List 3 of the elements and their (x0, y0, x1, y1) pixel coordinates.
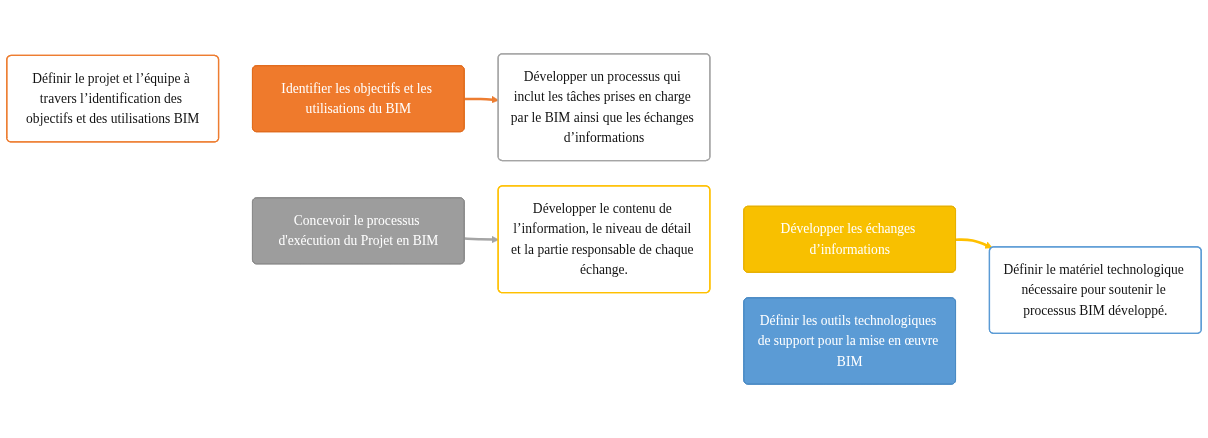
arrow (464, 95, 499, 104)
arrow (955, 238, 993, 249)
arrow (464, 235, 499, 244)
